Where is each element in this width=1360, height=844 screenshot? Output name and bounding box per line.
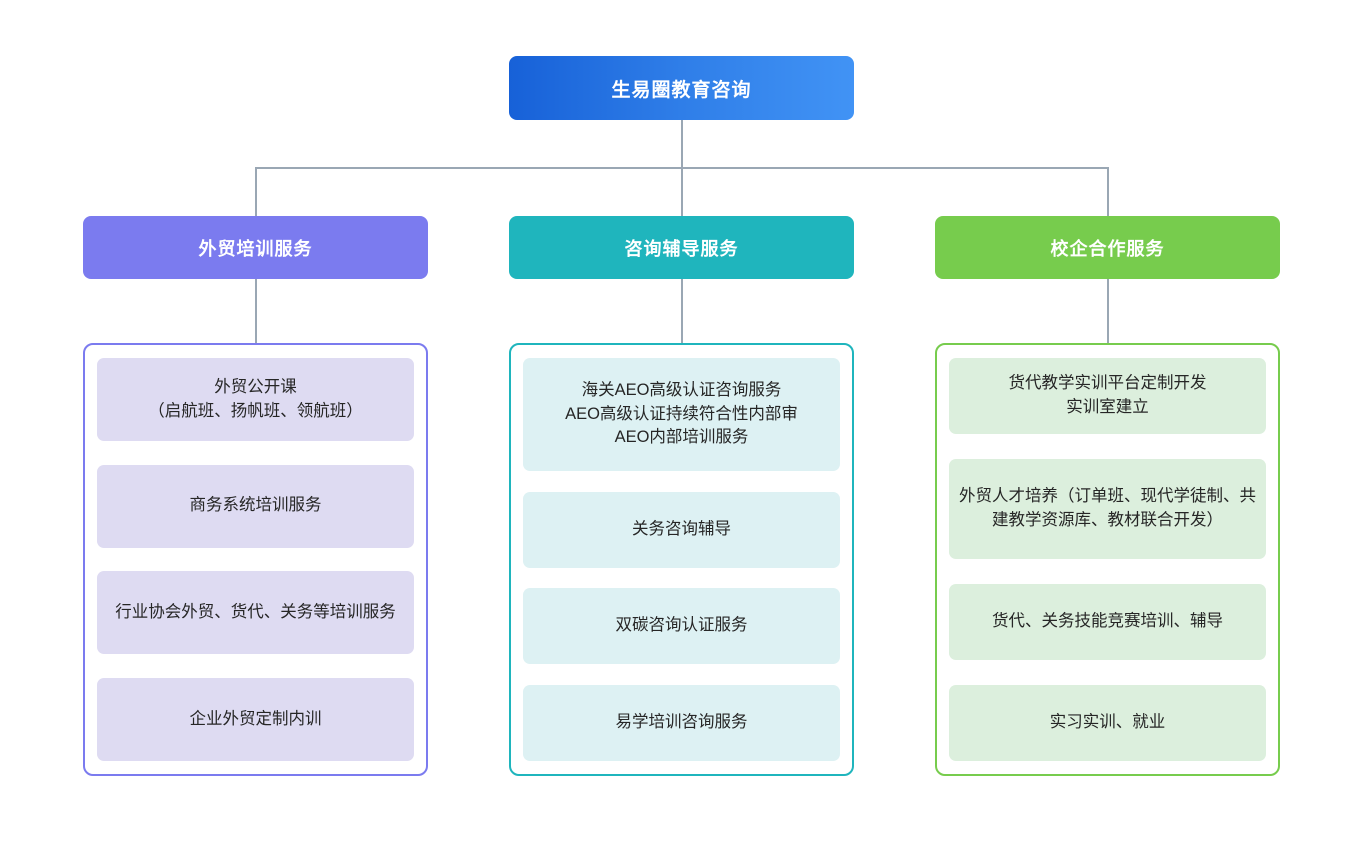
leaf-item[interactable]: 货代、关务技能竞赛培训、辅导 [949, 584, 1266, 660]
branch-header-2[interactable]: 咨询辅导服务 [509, 216, 854, 279]
connector-root-vertical [681, 120, 683, 168]
branch-header-1[interactable]: 外贸培训服务 [83, 216, 428, 279]
branch-column-waimao-peixun: 外贸培训服务 外贸公开课 （启航班、扬帆班、领航班） 商务系统培训服务 行业协会… [83, 216, 428, 776]
connector-branch-2-stub [681, 279, 683, 343]
leaf-item[interactable]: 外贸公开课 （启航班、扬帆班、领航班） [97, 358, 414, 441]
connector-branch-2-vertical [681, 167, 683, 216]
leaf-item[interactable]: 外贸人才培养（订单班、现代学徒制、共建教学资源库、教材联合开发） [949, 459, 1266, 559]
leaf-item[interactable]: 货代教学实训平台定制开发 实训室建立 [949, 358, 1266, 434]
branch-body-1: 外贸公开课 （启航班、扬帆班、领航班） 商务系统培训服务 行业协会外贸、货代、关… [83, 343, 428, 776]
connector-branch-1-vertical [255, 167, 257, 216]
branch-column-zixun-fudao: 咨询辅导服务 海关AEO高级认证咨询服务 AEO高级认证持续符合性内部审 AEO… [509, 216, 854, 776]
branch-body-3: 货代教学实训平台定制开发 实训室建立 外贸人才培养（订单班、现代学徒制、共建教学… [935, 343, 1280, 776]
leaf-item[interactable]: 实习实训、就业 [949, 685, 1266, 761]
connector-branch-3-vertical [1107, 167, 1109, 216]
leaf-item[interactable]: 商务系统培训服务 [97, 464, 414, 548]
branch-column-xiaoqi-hezuo: 校企合作服务 货代教学实训平台定制开发 实训室建立 外贸人才培养（订单班、现代学… [935, 216, 1280, 776]
leaf-item[interactable]: 双碳咨询认证服务 [523, 588, 840, 665]
leaf-item[interactable]: 关务咨询辅导 [523, 491, 840, 568]
root-node[interactable]: 生易圈教育咨询 [509, 56, 854, 120]
leaf-item[interactable]: 海关AEO高级认证咨询服务 AEO高级认证持续符合性内部审 AEO内部培训服务 [523, 358, 840, 471]
connector-branch-1-stub [255, 279, 257, 343]
leaf-item[interactable]: 企业外贸定制内训 [97, 677, 414, 761]
branch-header-3[interactable]: 校企合作服务 [935, 216, 1280, 279]
branch-body-2: 海关AEO高级认证咨询服务 AEO高级认证持续符合性内部审 AEO内部培训服务 … [509, 343, 854, 776]
leaf-item[interactable]: 行业协会外贸、货代、关务等培训服务 [97, 571, 414, 655]
leaf-item[interactable]: 易学培训咨询服务 [523, 684, 840, 761]
connector-branch-3-stub [1107, 279, 1109, 343]
